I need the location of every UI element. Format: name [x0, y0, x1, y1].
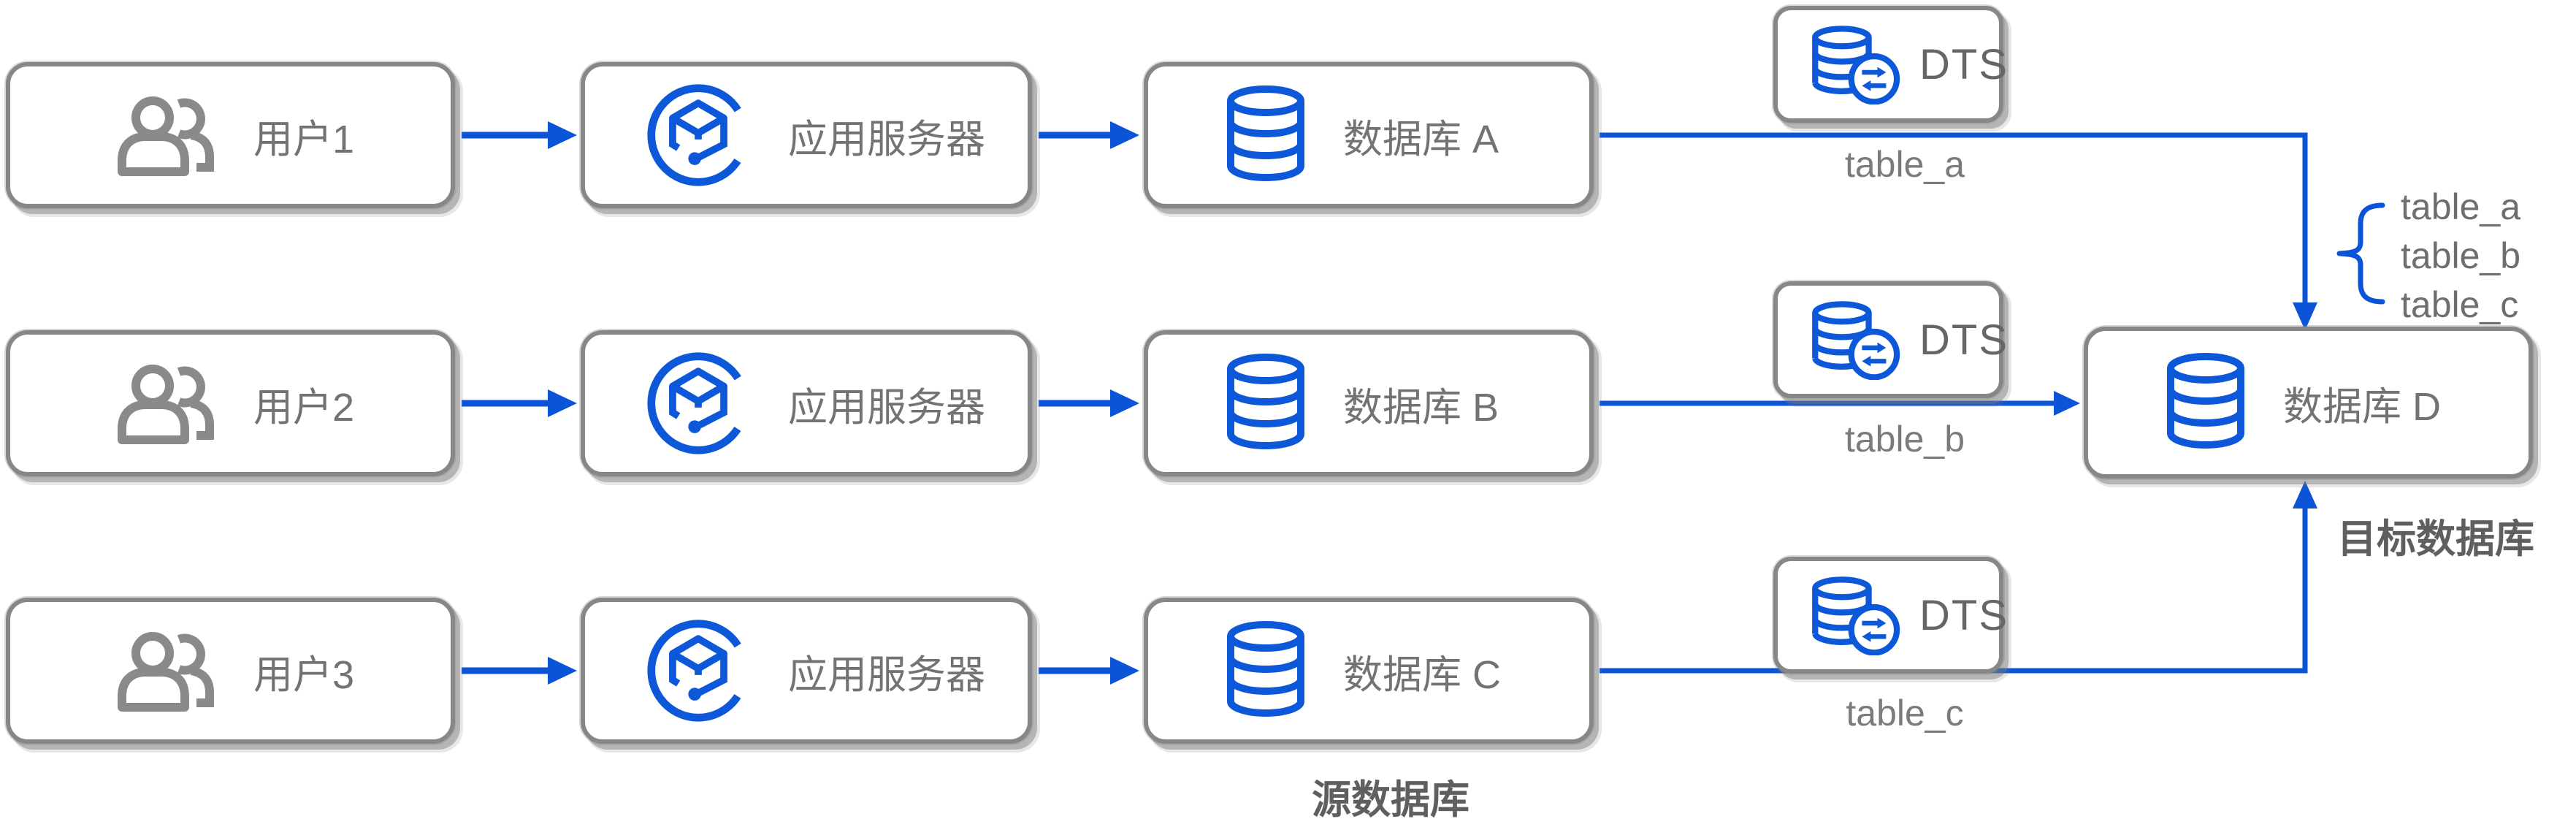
database-label: 数据库 D	[2283, 384, 2441, 429]
app-server-icon	[647, 620, 749, 722]
app-server2-node: 应用服务器	[581, 330, 1032, 476]
dts-label: DTS	[1919, 316, 2009, 364]
app-server-label: 应用服务器	[788, 117, 985, 161]
source-database-caption: 源数据库	[1312, 778, 1469, 822]
database-d-node: 数据库 D	[2084, 327, 2533, 479]
target-table-item: table_c	[2401, 284, 2519, 325]
arrowhead	[1110, 657, 1139, 685]
arrowhead	[548, 389, 577, 417]
database-icon	[1227, 354, 1304, 449]
target-table-item: table_b	[2401, 235, 2521, 276]
user-label: 用户2	[253, 385, 355, 430]
app-server1-node: 应用服务器	[581, 62, 1032, 208]
user1-node: 用户1	[6, 62, 455, 208]
arrowhead	[1110, 389, 1139, 417]
arrowhead	[1110, 121, 1139, 149]
arrowhead-into-dbD-left	[2054, 391, 2080, 416]
arrowhead	[548, 121, 577, 149]
arrowhead	[548, 657, 577, 685]
dts3-node: DTS	[1773, 557, 2007, 674]
dts2-node: DTS	[1773, 281, 2007, 398]
target-table-item: table_a	[2401, 186, 2521, 227]
table-c-caption: table_c	[1846, 693, 1964, 734]
user-label: 用户3	[253, 652, 355, 697]
dts-icon	[1812, 26, 1900, 104]
app-server-icon	[647, 84, 749, 186]
users-icon	[118, 365, 214, 444]
dts-label: DTS	[1919, 40, 2009, 88]
table-list-brace	[2336, 202, 2385, 305]
dts-icon	[1812, 301, 1900, 380]
dts1-node: DTS	[1773, 6, 2007, 123]
app-server-label: 应用服务器	[788, 385, 985, 430]
database-icon	[2167, 353, 2244, 449]
user2-node: 用户2	[6, 330, 455, 476]
database-a-node: 数据库 A	[1144, 62, 1594, 208]
app-server3-node: 应用服务器	[581, 598, 1032, 744]
database-label: 数据库 A	[1343, 117, 1499, 161]
app-server-icon	[647, 352, 749, 454]
dts-icon	[1812, 576, 1900, 655]
app-server-label: 应用服务器	[788, 652, 985, 697]
user-label: 用户1	[253, 117, 355, 161]
database-label: 数据库 C	[1343, 652, 1501, 697]
table-b-caption: table_b	[1844, 419, 1965, 460]
database-b-node: 数据库 B	[1144, 330, 1594, 476]
target-database-caption: 目标数据库	[2337, 517, 2534, 561]
users-icon	[118, 632, 214, 712]
user3-node: 用户3	[6, 598, 455, 744]
database-icon	[1227, 85, 1304, 181]
dts-label: DTS	[1919, 591, 2009, 639]
database-icon	[1227, 621, 1304, 717]
database-c-node: 数据库 C	[1144, 598, 1594, 744]
arrowhead-into-dbD-bottom	[2293, 481, 2317, 508]
database-label: 数据库 B	[1343, 385, 1499, 430]
users-icon	[118, 96, 214, 176]
table-a-caption: table_a	[1844, 144, 1965, 185]
